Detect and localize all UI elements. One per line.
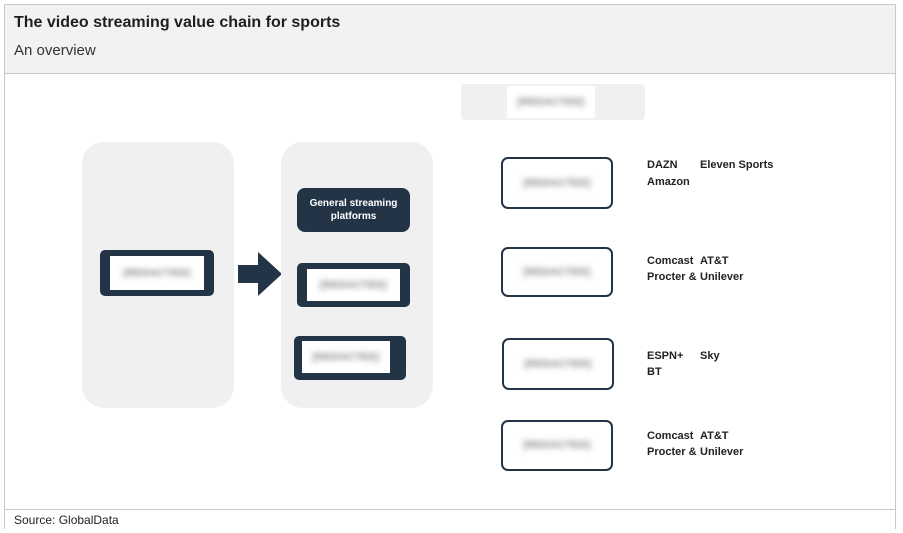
figure-subtitle: An overview bbox=[14, 42, 96, 59]
middle-device-1: [REDACTED] bbox=[297, 263, 410, 307]
row-2-name-1: Comcast bbox=[647, 255, 694, 267]
top-label-box: [REDACTED] bbox=[461, 84, 645, 120]
general-streaming-platforms-label: General streaming platforms bbox=[309, 198, 398, 222]
row-1-box: [REDACTED] bbox=[501, 157, 613, 209]
row-4-name-2: AT&T bbox=[700, 430, 729, 442]
row-3-name-1: ESPN+ bbox=[647, 350, 684, 362]
row-3-box: [REDACTED] bbox=[502, 338, 614, 390]
row-4-box: [REDACTED] bbox=[501, 420, 613, 471]
figure-title: The video streaming value chain for spor… bbox=[14, 14, 341, 31]
middle-device-2: [REDACTED] bbox=[294, 336, 406, 380]
row-4-box-label: [REDACTED] bbox=[523, 440, 591, 451]
arrow-right-icon bbox=[238, 252, 282, 296]
row-3-name-3: BT bbox=[647, 366, 662, 378]
row-4-name-4: Unilever bbox=[700, 446, 744, 458]
row-4-name-3: Procter & bbox=[647, 446, 697, 458]
general-streaming-platforms-pill: General streaming platforms bbox=[297, 188, 410, 232]
source-note: Source: GlobalData bbox=[14, 513, 119, 527]
row-2-box-label: [REDACTED] bbox=[523, 266, 591, 278]
row-2-name-4: Unilever bbox=[700, 271, 744, 283]
row-1-name-1: DAZN bbox=[647, 159, 678, 171]
row-3-box-label: [REDACTED] bbox=[524, 358, 592, 370]
footer: Source: GlobalData bbox=[5, 509, 895, 530]
row-2-name-3: Procter & bbox=[647, 271, 697, 283]
middle-device-2-label: [REDACTED] bbox=[312, 351, 380, 363]
left-device: [REDACTED] bbox=[100, 250, 214, 296]
row-1-name-2: Eleven Sports bbox=[700, 159, 774, 171]
left-device-label: [REDACTED] bbox=[123, 267, 191, 279]
row-1-box-label: [REDACTED] bbox=[523, 177, 591, 189]
header: The video streaming value chain for spor… bbox=[5, 5, 895, 74]
top-label-text: [REDACTED] bbox=[517, 96, 585, 108]
row-4-name-1: Comcast bbox=[647, 430, 694, 442]
middle-device-2-screen: [REDACTED] bbox=[302, 341, 390, 373]
middle-device-1-label: [REDACTED] bbox=[319, 279, 388, 291]
row-2-name-2: AT&T bbox=[700, 255, 729, 267]
top-label-inner: [REDACTED] bbox=[507, 86, 595, 118]
row-3-name-2: Sky bbox=[700, 350, 720, 362]
row-1-name-3: Amazon bbox=[647, 176, 690, 188]
left-device-screen: [REDACTED] bbox=[110, 256, 204, 290]
middle-device-1-screen: [REDACTED] bbox=[307, 269, 400, 301]
row-2-box: [REDACTED] bbox=[501, 247, 613, 297]
